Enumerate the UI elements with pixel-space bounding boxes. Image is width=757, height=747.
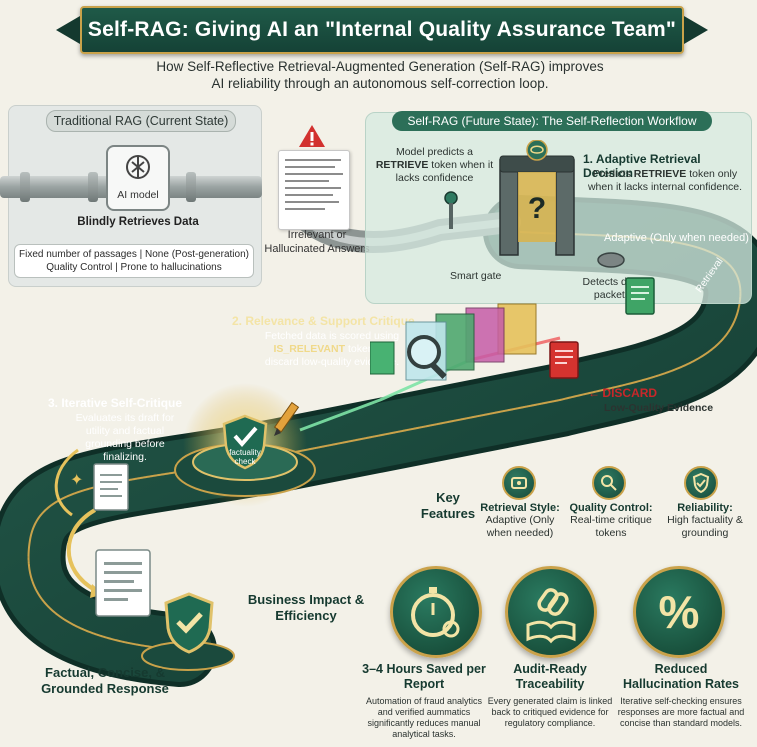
impact-time-saved: 3–4 Hours Saved per Report Automation of… bbox=[362, 662, 486, 739]
verified-shield-icon bbox=[164, 592, 214, 654]
irrelevant-caption: Irrelevant or Hallucinated Answers bbox=[264, 229, 370, 255]
ai-model-box: AI model bbox=[106, 145, 170, 211]
impact-traceability: Audit-Ready Traceability Every generated… bbox=[487, 662, 613, 728]
self-rag-label: Self-RAG (Future State): The Self-Reflec… bbox=[392, 111, 712, 131]
time-saved-circle bbox=[390, 566, 482, 658]
key-features-heading: Key Features bbox=[420, 490, 476, 521]
linked-book-icon bbox=[526, 588, 576, 644]
final-document-icon bbox=[95, 549, 151, 617]
svg-text:?: ? bbox=[528, 192, 546, 225]
pipe-ring bbox=[20, 172, 30, 202]
discard-caption: Low-Quality Evidence bbox=[604, 402, 714, 414]
step3-text: Evaluates its draft for utility and fact… bbox=[75, 412, 175, 463]
step2-title: 2. Relevance & Support Critique bbox=[232, 314, 415, 328]
feature-icon-quality bbox=[592, 466, 626, 500]
reliability-icon bbox=[692, 472, 710, 494]
subtitle: How Self-Reflective Retrieval-Augmented … bbox=[120, 58, 640, 92]
feature-icon-retrieval bbox=[502, 466, 536, 500]
sparkle-icon: ✦ bbox=[70, 472, 84, 489]
pipe-ring bbox=[186, 172, 196, 202]
feature-reliability: Reliability: High factuality & grounding bbox=[667, 502, 743, 539]
smart-gate-icon: ? bbox=[499, 140, 575, 256]
step1-title: 1. Adaptive Retrieval Decision bbox=[583, 152, 701, 180]
adaptive-label: Adaptive (Only when needed) bbox=[604, 232, 749, 244]
subtitle-line-1: How Self-Reflective Retrieval-Augmented … bbox=[156, 59, 604, 74]
pencil-icon bbox=[273, 401, 300, 436]
model-predicts-text: Model predicts a RETRIEVE token when it … bbox=[375, 146, 494, 184]
impact-hallucination: Reduced Hallucination Rates Iterative se… bbox=[617, 662, 745, 728]
step1-text: Predicts RETRIEVE token only when it lac… bbox=[587, 168, 743, 193]
ai-model-icon bbox=[126, 155, 150, 179]
filter-stack-icon bbox=[370, 303, 537, 381]
traditional-rag-label: Traditional RAG (Current State) bbox=[46, 110, 236, 132]
final-output-label: Factual, Concise, & Grounded Response bbox=[41, 665, 169, 696]
hallucinated-document bbox=[278, 150, 350, 230]
retrieval-style-icon bbox=[511, 477, 527, 489]
draft-document-icon bbox=[93, 463, 129, 511]
pipe-ring bbox=[88, 172, 98, 202]
lever-icon bbox=[444, 191, 458, 229]
warning-icon bbox=[299, 125, 325, 147]
blind-retrieve-text: Blindly Retrieves Data bbox=[77, 216, 199, 228]
business-impact-heading: Business Impact & Efficiency bbox=[247, 592, 365, 623]
traditional-rag-note: Fixed number of passages | None (Post-ge… bbox=[14, 244, 254, 278]
feature-quality-control: Quality Control: Real-time critique toke… bbox=[569, 502, 653, 539]
factuality-shield-icon bbox=[222, 414, 268, 470]
feature-retrieval-style: Retrieval Style: Adaptive (Only when nee… bbox=[480, 502, 560, 539]
hallucination-circle: % bbox=[633, 566, 725, 658]
stopwatch-icon bbox=[411, 587, 460, 638]
title-banner: Self-RAG: Giving AI an "Internal Quality… bbox=[56, 6, 708, 54]
discard-label: ← DISCARD bbox=[588, 386, 658, 400]
ai-model-label: AI model bbox=[117, 189, 159, 201]
factuality-badge: factuality check bbox=[229, 448, 261, 466]
quality-control-icon bbox=[601, 475, 617, 491]
subtitle-line-2: AI reliability through an autonomous sel… bbox=[211, 76, 549, 91]
traceability-circle bbox=[505, 566, 597, 658]
step3-title: 3. Iterative Self-Critique bbox=[48, 396, 183, 410]
smart-gate-label: Smart gate bbox=[450, 270, 502, 282]
percent-icon: % bbox=[658, 586, 700, 638]
discard-document-icon bbox=[549, 341, 579, 379]
discard-arrow-icon: ← bbox=[588, 386, 603, 400]
page-title: Self-RAG: Giving AI an "Internal Quality… bbox=[87, 18, 677, 41]
sensor-icon bbox=[597, 252, 625, 268]
data-packet-icon bbox=[625, 277, 655, 315]
feature-icon-reliability bbox=[684, 466, 718, 500]
